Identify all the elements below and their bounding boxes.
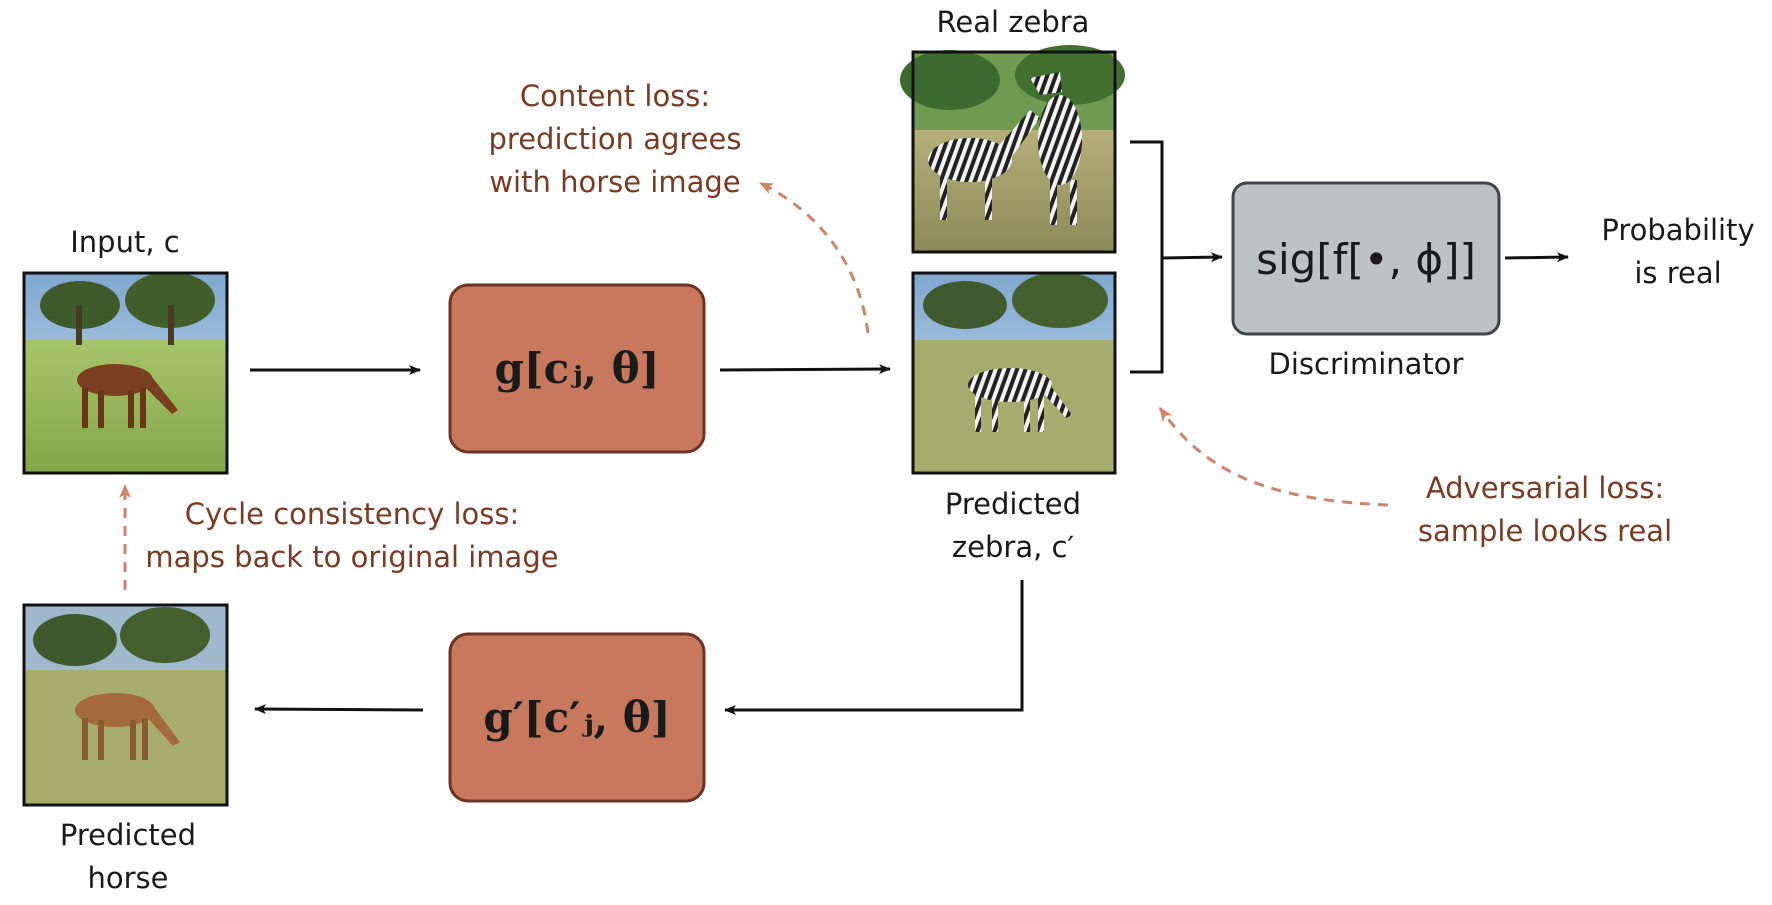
predicted-zebra-label-line1: Predicted bbox=[945, 487, 1081, 521]
generator-label: g[cⱼ, θ] bbox=[494, 344, 659, 393]
discriminator-function: sig[f[•, ϕ]] bbox=[1256, 235, 1476, 284]
adversarial-loss-arrow bbox=[1158, 407, 1389, 507]
content-loss-line2: prediction agrees bbox=[489, 122, 742, 156]
content-loss-arrow bbox=[758, 181, 870, 334]
real-zebra-label: Real zebra bbox=[937, 5, 1090, 39]
cycle-loss-line2: maps back to original image bbox=[145, 540, 558, 574]
predicted-horse-image bbox=[22, 603, 229, 807]
adversarial-loss-line1: Adversarial loss: bbox=[1426, 471, 1664, 505]
generator-box: g[cⱼ, θ] bbox=[448, 283, 706, 454]
probability-label-line2: is real bbox=[1634, 256, 1721, 290]
content-loss-line3: with horse image bbox=[489, 165, 740, 199]
arrow-discriminator-to-probability bbox=[1504, 252, 1569, 263]
input-label: Input, c bbox=[70, 225, 179, 259]
discriminator-box: sig[f[•, ϕ]] bbox=[1231, 181, 1501, 336]
predicted-zebra-image bbox=[911, 271, 1117, 475]
discriminator-label: Discriminator bbox=[1269, 347, 1464, 381]
flow-arrows bbox=[250, 140, 1569, 715]
predicted-horse-label-line2: horse bbox=[88, 861, 169, 895]
input-horse-image bbox=[22, 271, 229, 475]
arrow-bracket-to-discriminator bbox=[1161, 252, 1223, 263]
cycle-loss-line1: Cycle consistency loss: bbox=[185, 497, 520, 531]
inverse-generator-label: g′[c′ⱼ, θ] bbox=[483, 693, 670, 742]
real-zebra-image bbox=[900, 45, 1125, 254]
probability-label-line1: Probability bbox=[1601, 213, 1754, 247]
inverse-generator-box: g′[c′ⱼ, θ] bbox=[448, 632, 706, 803]
loss-arrows bbox=[119, 181, 1389, 590]
predicted-zebra-label-line2: zebra, c′ bbox=[952, 530, 1074, 564]
predicted-horse-label-line1: Predicted bbox=[60, 818, 196, 852]
arrow-generator-to-predicted-zebra bbox=[719, 364, 891, 375]
bracket-to-discriminator bbox=[1130, 140, 1164, 374]
arrow-inverse-generator-to-predicted-horse bbox=[254, 704, 424, 715]
arrow-predicted-zebra-to-inverse-generator bbox=[724, 580, 1024, 715]
adversarial-loss-line2: sample looks real bbox=[1418, 514, 1672, 548]
content-loss-line1: Content loss: bbox=[520, 79, 710, 113]
